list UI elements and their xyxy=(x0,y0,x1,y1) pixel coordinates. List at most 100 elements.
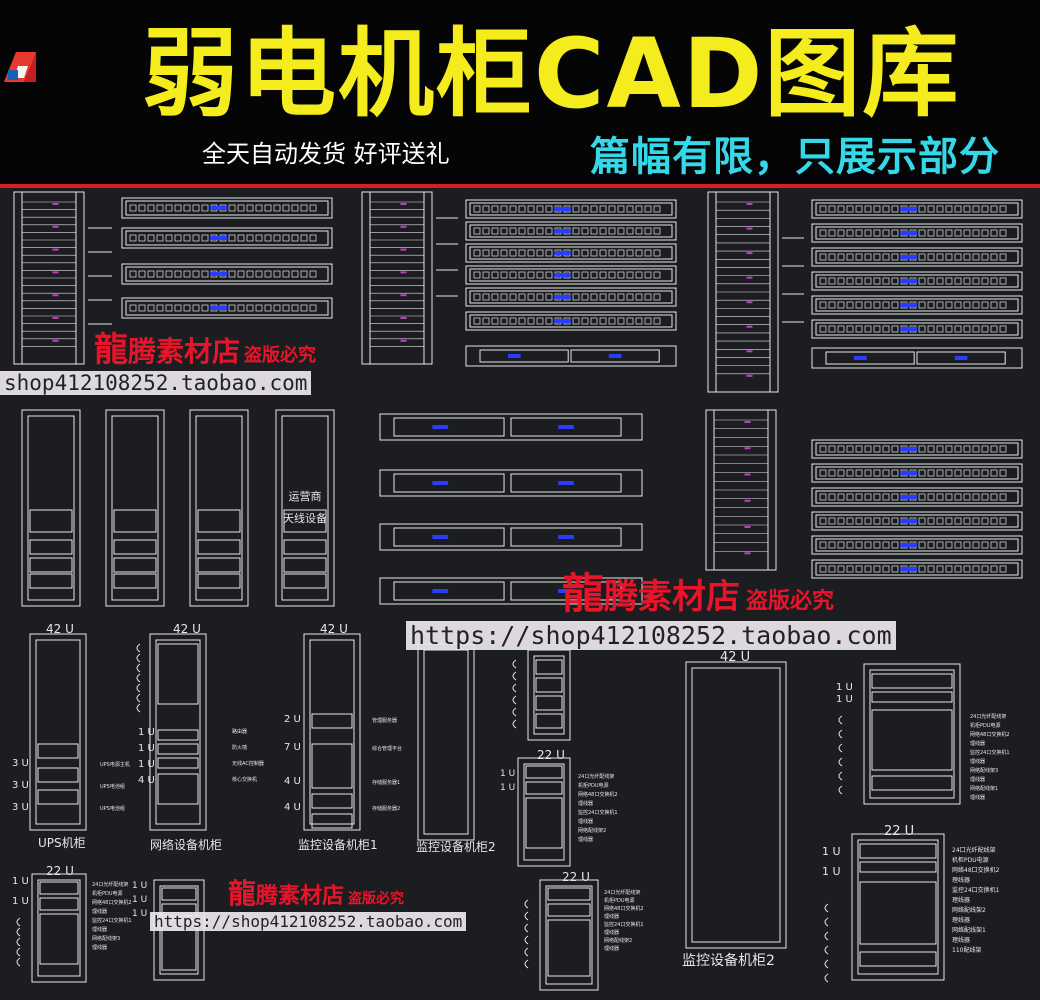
port xyxy=(599,205,607,213)
port xyxy=(147,204,155,212)
cabinet-device xyxy=(29,509,73,533)
rack22-a xyxy=(31,873,87,983)
panel-slot xyxy=(570,349,660,363)
watermark-store-name: 腾素材店 xyxy=(128,335,241,368)
slot-accent xyxy=(400,271,407,274)
watermark-logo-char: 龍 xyxy=(228,877,257,910)
panel-inner xyxy=(815,466,1019,480)
port xyxy=(990,277,998,285)
watermark-store-name: 腾素材店 xyxy=(604,577,741,617)
panel-frame xyxy=(121,297,333,319)
panel-inner xyxy=(469,290,673,304)
port xyxy=(981,301,989,309)
port xyxy=(644,293,652,301)
cabinet-device xyxy=(547,887,591,901)
cabinet-device xyxy=(37,743,79,759)
port xyxy=(927,229,935,237)
port xyxy=(828,277,836,285)
port xyxy=(138,304,146,312)
port xyxy=(156,234,164,242)
panel-slot xyxy=(825,351,915,365)
fiber-panel-mid xyxy=(465,345,677,367)
port-accent xyxy=(558,481,574,485)
port xyxy=(999,253,1007,261)
slot-accent xyxy=(746,325,753,328)
port xyxy=(972,229,980,237)
cabinet-caption-network: 网络设备机柜 xyxy=(150,838,223,852)
port xyxy=(819,517,827,525)
port xyxy=(954,277,962,285)
panel-inner xyxy=(815,226,1019,240)
port xyxy=(482,227,490,235)
panel-inner xyxy=(469,202,673,216)
port xyxy=(990,445,998,453)
port xyxy=(891,205,899,213)
port xyxy=(999,301,1007,309)
port xyxy=(608,205,616,213)
port xyxy=(635,271,643,279)
slot-accent xyxy=(744,447,751,450)
port xyxy=(819,493,827,501)
port xyxy=(864,565,872,573)
port xyxy=(491,271,499,279)
port xyxy=(572,293,580,301)
rack22-right xyxy=(851,833,945,981)
port-accent xyxy=(432,481,449,485)
port xyxy=(500,271,508,279)
port xyxy=(918,445,926,453)
port xyxy=(473,227,481,235)
port xyxy=(873,565,881,573)
port xyxy=(837,277,845,285)
port xyxy=(882,229,890,237)
port xyxy=(138,204,146,212)
panel-frame xyxy=(121,227,333,249)
port xyxy=(536,317,544,325)
cabinet-device xyxy=(311,813,353,829)
port xyxy=(509,249,517,257)
device-label-rack22-a: 机柜PDU电源 xyxy=(92,890,123,897)
port xyxy=(653,205,661,213)
device-label-rack22-right: 网络配线架1 xyxy=(952,926,986,934)
port xyxy=(855,565,863,573)
panel-frame xyxy=(379,469,643,497)
port xyxy=(972,205,980,213)
port xyxy=(927,325,935,333)
port xyxy=(626,227,634,235)
port xyxy=(273,234,281,242)
device-label-rack22-b: 网络配线架2 xyxy=(578,827,606,834)
cable-bend xyxy=(838,743,843,753)
panel-frame xyxy=(811,199,1023,219)
port xyxy=(590,205,598,213)
device-label-rack22-c: 理线器 xyxy=(604,945,619,952)
patch-panel-mid-3 xyxy=(465,265,677,285)
port xyxy=(819,229,827,237)
port xyxy=(536,293,544,301)
cabinet-inner xyxy=(111,415,159,601)
port xyxy=(527,293,535,301)
port xyxy=(972,301,980,309)
port xyxy=(617,317,625,325)
port xyxy=(545,317,553,325)
panel-frame xyxy=(811,535,1023,555)
watermark-2: 龍 腾素材店 盗版必究 https://shop412108252.taobao… xyxy=(406,560,896,650)
port xyxy=(138,234,146,242)
slot-accent xyxy=(746,301,753,304)
port xyxy=(183,304,191,312)
port xyxy=(228,304,236,312)
slot-accent xyxy=(52,271,59,274)
port xyxy=(635,293,643,301)
port xyxy=(864,301,872,309)
cabinet-size-rack22-b: 22 U xyxy=(537,748,565,762)
port xyxy=(864,517,872,525)
panel-frame xyxy=(811,295,1023,315)
port xyxy=(855,493,863,501)
port xyxy=(572,227,580,235)
patch-panel-right-low-4 xyxy=(811,535,1023,555)
fiber-panel-center-1 xyxy=(379,469,643,497)
device-label-ups: UPS电源主机 xyxy=(100,761,130,768)
port xyxy=(156,304,164,312)
cabinet-device xyxy=(547,903,591,917)
port xyxy=(617,205,625,213)
port xyxy=(201,204,209,212)
port xyxy=(644,249,652,257)
